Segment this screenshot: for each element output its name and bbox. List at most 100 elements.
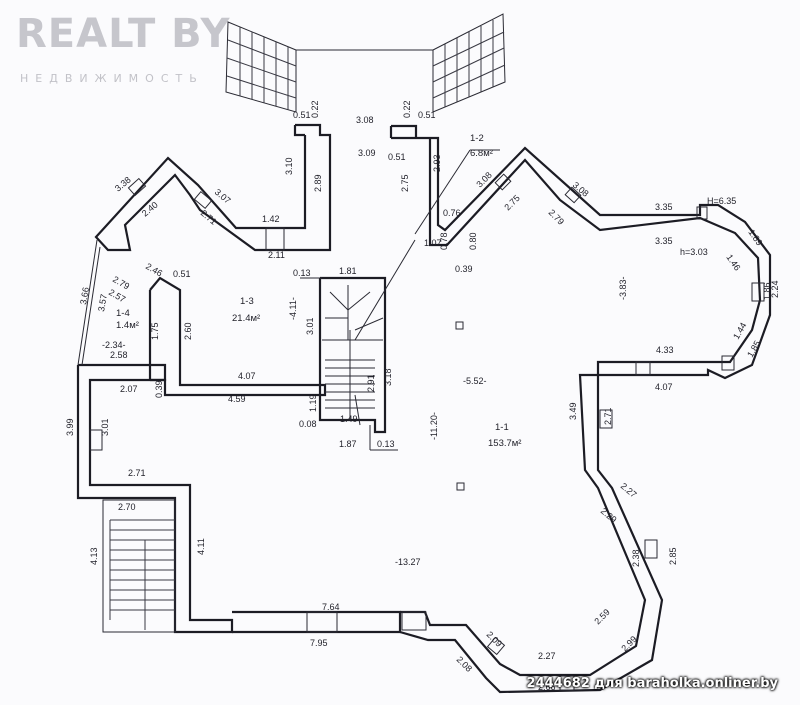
dimension-label: 2.89 (313, 174, 323, 192)
dimension-label: 2.46 (144, 261, 164, 278)
dimension-label: 4.11 (196, 538, 206, 555)
dimension-label: 0.22 (310, 100, 320, 118)
leader-lines (77, 149, 500, 451)
dimension-label: 2.29 (599, 506, 619, 525)
dimension-label: 2.91 (366, 374, 376, 392)
room-label: 1-2 (470, 133, 484, 144)
dimension-label: 2.27 (538, 651, 556, 661)
dimension-label: 3.49 (568, 402, 578, 420)
dimension-label: -11.20- (429, 412, 439, 440)
dimension-label: 4.07 (655, 382, 673, 392)
dimension-label: 2.38 (631, 549, 641, 567)
dimension-label: 2.79 (547, 207, 566, 226)
dimension-label: 2.07 (120, 384, 138, 394)
dimension-label: 0.22 (402, 100, 412, 118)
dimension-label: 4.13 (89, 547, 99, 565)
dimension-label: 0.51 (388, 152, 406, 162)
dimension-label: 2.93 (432, 154, 442, 172)
dimension-label: 1.75 (150, 322, 160, 340)
dimension-label: H=6.35 (707, 196, 736, 206)
dimension-label: 1.87 (339, 439, 357, 449)
dimension-label: -3.83- (618, 276, 628, 300)
dimension-label: 3.35 (655, 236, 673, 246)
column (455, 321, 464, 330)
room-area: 21.4м² (232, 313, 260, 324)
room-label: 1-3 (240, 296, 254, 307)
dimension-label: 2.75 (400, 174, 410, 192)
dimension-label: 2.27 (619, 481, 639, 500)
dimension-label: 3.66 (78, 286, 91, 305)
room-label: 1-4 (116, 308, 130, 319)
dimension-label: 2.71 (603, 407, 613, 425)
dimension-label: 3.35 (655, 202, 673, 212)
dimension-label: 2.99 (619, 634, 638, 653)
dimension-label: 7.95 (310, 638, 328, 648)
room-label: 1-1 (495, 422, 509, 433)
dimension-label: 4.07 (238, 371, 256, 381)
dimension-label: 3.99 (65, 418, 75, 436)
dimension-label: -13.27 (395, 557, 421, 567)
dimension-label: -4.11- (288, 297, 298, 320)
dimension-label: 2.24 (770, 280, 780, 298)
dimension-label: 3.10 (284, 157, 294, 175)
dimension-label: 2.11 (268, 250, 285, 260)
realt-logo-subtext: НЕДВИЖИМОСТЬ (20, 72, 204, 85)
dimension-label: 3.38 (113, 175, 133, 194)
dimension-label: 2.71 (128, 468, 146, 478)
dimension-label: 0.13 (293, 268, 311, 278)
dimension-label: 2.75 (502, 193, 521, 212)
dimension-label: 2.58 (110, 350, 128, 360)
dimension-label: 0.39 (154, 380, 164, 398)
dimension-label: 0.51 (293, 110, 311, 120)
right-entrance-ramp (432, 13, 506, 113)
dimension-label: 2.60 (183, 322, 193, 340)
dimension-label: 1.46 (724, 252, 742, 272)
dimension-label: 0.39 (455, 264, 473, 274)
watermark: 2444682 для baraholka.onliner.by (526, 676, 778, 691)
dimension-label: 4.59 (228, 394, 246, 404)
dimension-label: 1.42 (262, 214, 280, 224)
column (456, 482, 465, 491)
dimension-label: 0.08 (299, 419, 317, 429)
dimension-label: 0.76 (443, 208, 461, 218)
room-labels: 1-2 6.8м² 1-3 21.4м² 1-4 1.4м² 1-1 153.7… (116, 133, 521, 449)
central-stair (318, 276, 387, 434)
dimension-label: -5.52- (463, 376, 487, 386)
dimension-label: h=3.03 (680, 247, 708, 257)
dimension-label: 3.09 (358, 148, 376, 158)
dimension-label: 0.13 (377, 439, 395, 449)
dimension-label: 1.86 (762, 282, 772, 300)
dimension-label: 3.07 (213, 187, 233, 206)
dimension-label: 4.33 (656, 345, 674, 355)
dimension-label: -2.34- (102, 340, 126, 350)
room-area: 6.8м² (470, 148, 493, 159)
dimension-label: 3.08 (474, 170, 493, 189)
room-area: 1.4м² (116, 320, 139, 331)
dimension-label: 2.40 (140, 200, 160, 219)
dimension-label: 1.81 (339, 266, 357, 276)
dimension-label: 1.49 (340, 414, 358, 424)
realt-logo: REALT BY (16, 11, 231, 57)
dimension-label: 2.08 (455, 654, 474, 673)
left-stair (102, 499, 176, 633)
dimension-label: 1.19 (308, 394, 318, 412)
dimension-label: 3.01 (305, 317, 315, 335)
dimension-label: 0.78 (439, 232, 449, 250)
dimension-label: 7.64 (322, 602, 340, 612)
dimension-label: 3.57 (96, 293, 109, 312)
left-entrance-ramp (225, 21, 297, 113)
dimension-label: 2.59 (592, 607, 611, 626)
dimension-label: 3.01 (100, 418, 110, 436)
dimension-label: 0.51 (173, 269, 191, 279)
dimension-label: 0.51 (418, 110, 436, 120)
windows (89, 173, 765, 691)
dimension-label: 3.08 (356, 115, 374, 125)
room-area: 153.7м² (488, 438, 521, 449)
dimension-label: 2.71 (199, 208, 219, 227)
dimension-label: 3.18 (383, 368, 393, 386)
dimension-label: 0.80 (468, 232, 478, 250)
dimension-label: 2.70 (118, 502, 136, 512)
dimension-label: 2.85 (668, 547, 678, 565)
